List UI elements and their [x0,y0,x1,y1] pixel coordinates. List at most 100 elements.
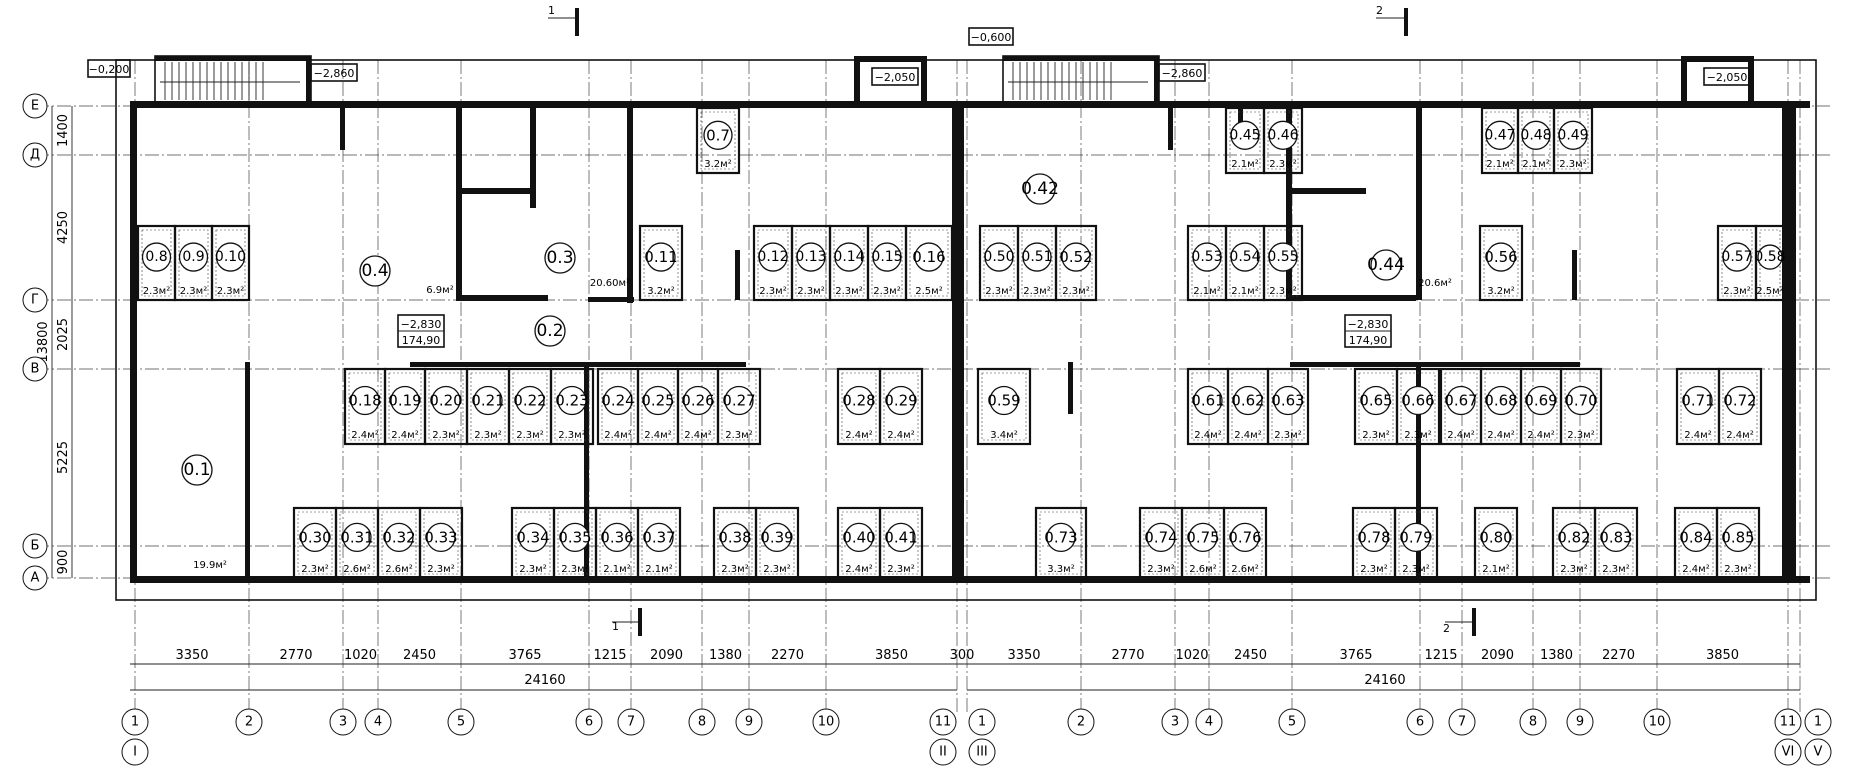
room-area: 2.3м² [1402,564,1429,575]
room-number: 0.36 [600,528,633,546]
svg-text:−0,600: −0,600 [971,31,1012,44]
room-cabin: 0.312.6м² [334,506,380,580]
row-axis-label: В [31,362,40,377]
room-cabin: 0.822.3м² [1551,506,1597,580]
block-axis-label: VI [1782,745,1795,760]
room-area: 2.3м² [427,564,454,575]
room-area: 2.4м² [684,430,711,441]
room-number: 0.62 [1231,392,1264,410]
room-area: 2.4м² [1682,564,1709,575]
room-area: 2.3м² [519,564,546,575]
room-area: 2.3м² [759,286,786,297]
dimension-value: 2450 [1234,648,1267,663]
room-area: 2.4м² [1194,430,1221,441]
room-number: 0.69 [1524,392,1557,410]
room-area: 2.5м² [915,286,942,297]
room-cabin: 0.69 2.4м² [1519,367,1563,446]
room-cabin: 0.612.4м² [1186,367,1230,446]
room-number: 0.84 [1679,528,1712,546]
room-cabin: 0.49 2.3м² [1552,106,1594,175]
room-cabin: 0.502.3м² [978,224,1020,302]
room-cabin: 0.402.4м² [836,506,882,580]
column-axis-label: 11 [935,715,952,730]
room-boxes: 0.82.3м²0.92.3м²0.102.3м²0.73.2м²0.113.2… [136,106,1786,580]
svg-text:1: 1 [612,620,619,633]
room-cabin: 0.552.3м² [1262,224,1304,302]
room-number: 0.42 [1021,179,1059,199]
svg-text:−2,860: −2,860 [314,67,355,80]
room-cabin: 0.392.3м² [754,506,800,580]
svg-text:−2,860: −2,860 [1162,67,1203,80]
room-area: 2.3м² [432,430,459,441]
room-area: 2.4м² [644,430,671,441]
room-area: 2.3м² [763,564,790,575]
room-area: 2.3м² [725,430,752,441]
room-number: 0.46 [1267,127,1298,143]
room-cabin: 0.582.5м² [1754,224,1786,302]
room-area: 2.3м² [1274,430,1301,441]
room-area: 2.3м² [1062,286,1089,297]
room-area: 2.4м² [1527,430,1554,441]
room-area: 2.3м² [1602,564,1629,575]
room-area: 2.3м² [1723,286,1750,297]
row-axis-label: Г [31,293,39,308]
room-cabin: 0.593.4м² [976,367,1032,446]
room-number: 0.8 [145,249,167,265]
room-number: 0.53 [1191,249,1222,265]
dimension-value: 4250 [56,211,71,244]
room-area: 3.2м² [704,159,731,170]
block-axis-label: I [133,745,137,760]
room-cabin: 0.282.4м² [836,367,882,446]
room-cabin: 0.722.4м² [1717,367,1763,446]
room-number: 0.32 [382,528,415,546]
room-number: 0.59 [987,392,1020,410]
block-axis-label: III [976,745,988,760]
room-area: 2.3м² [143,286,170,297]
column-axis-label: 9 [1576,715,1584,730]
room-number: 0.41 [884,528,917,546]
room-number: 0.79 [1399,528,1432,546]
room-number: 0.9 [182,249,204,265]
room-area: 2.4м² [845,564,872,575]
room-number: 0.48 [1520,127,1551,143]
room-number: 0.34 [516,528,549,546]
room-cabin: 0.47 2.1м² [1480,106,1520,175]
room-cabin: 0.132.3м² [790,224,832,302]
dimension-value: 1380 [1540,648,1573,663]
section-marks: 1 2 1 2 [548,4,1476,636]
room-area: 2.4м² [1726,430,1753,441]
room-number: 0.74 [1144,528,1177,546]
room-number: 0.30 [298,528,331,546]
room-cabin: 0.832.3м² [1593,506,1639,580]
room-area: 2.1м² [1486,159,1513,170]
dimension-value: 900 [56,550,71,575]
room-number: 0.4 [361,261,388,281]
column-axis-label: 9 [745,715,753,730]
room-number: 0.24 [601,392,634,410]
room-cabin: 0.452.1м² [1224,106,1266,175]
room-cabin: 0.652.3м² [1353,367,1399,446]
room-number: 0.18 [348,392,381,410]
room-number: 0.25 [641,392,674,410]
room-cabin: 0.672.4м² [1439,367,1483,446]
room-area: 2.3м² [1559,159,1586,170]
room-area: 2.4м² [391,430,418,441]
column-axis-label: 10 [1649,715,1666,730]
room-cabin: 0.712.4м² [1675,367,1721,446]
column-axis-label: 7 [1458,715,1466,730]
room-area: 2.4м² [1487,430,1514,441]
room-cabin: 0.212.3м² [465,367,511,446]
svg-text:2: 2 [1443,622,1450,635]
row-axis-label: Е [31,99,39,114]
dimension-value: 5225 [56,441,71,474]
dimension-value: 1400 [56,114,71,147]
room-number: 0.49 [1557,127,1588,143]
room-cabin: 0.84 2.4м² [1673,506,1719,580]
room-number: 0.7 [706,126,730,144]
svg-text:−2,830: −2,830 [401,318,442,331]
row-axis-label: Б [31,539,40,554]
dimension-value: 3350 [1007,648,1040,663]
room-number: 0.12 [757,249,788,265]
room-number: 0.47 [1484,127,1515,143]
